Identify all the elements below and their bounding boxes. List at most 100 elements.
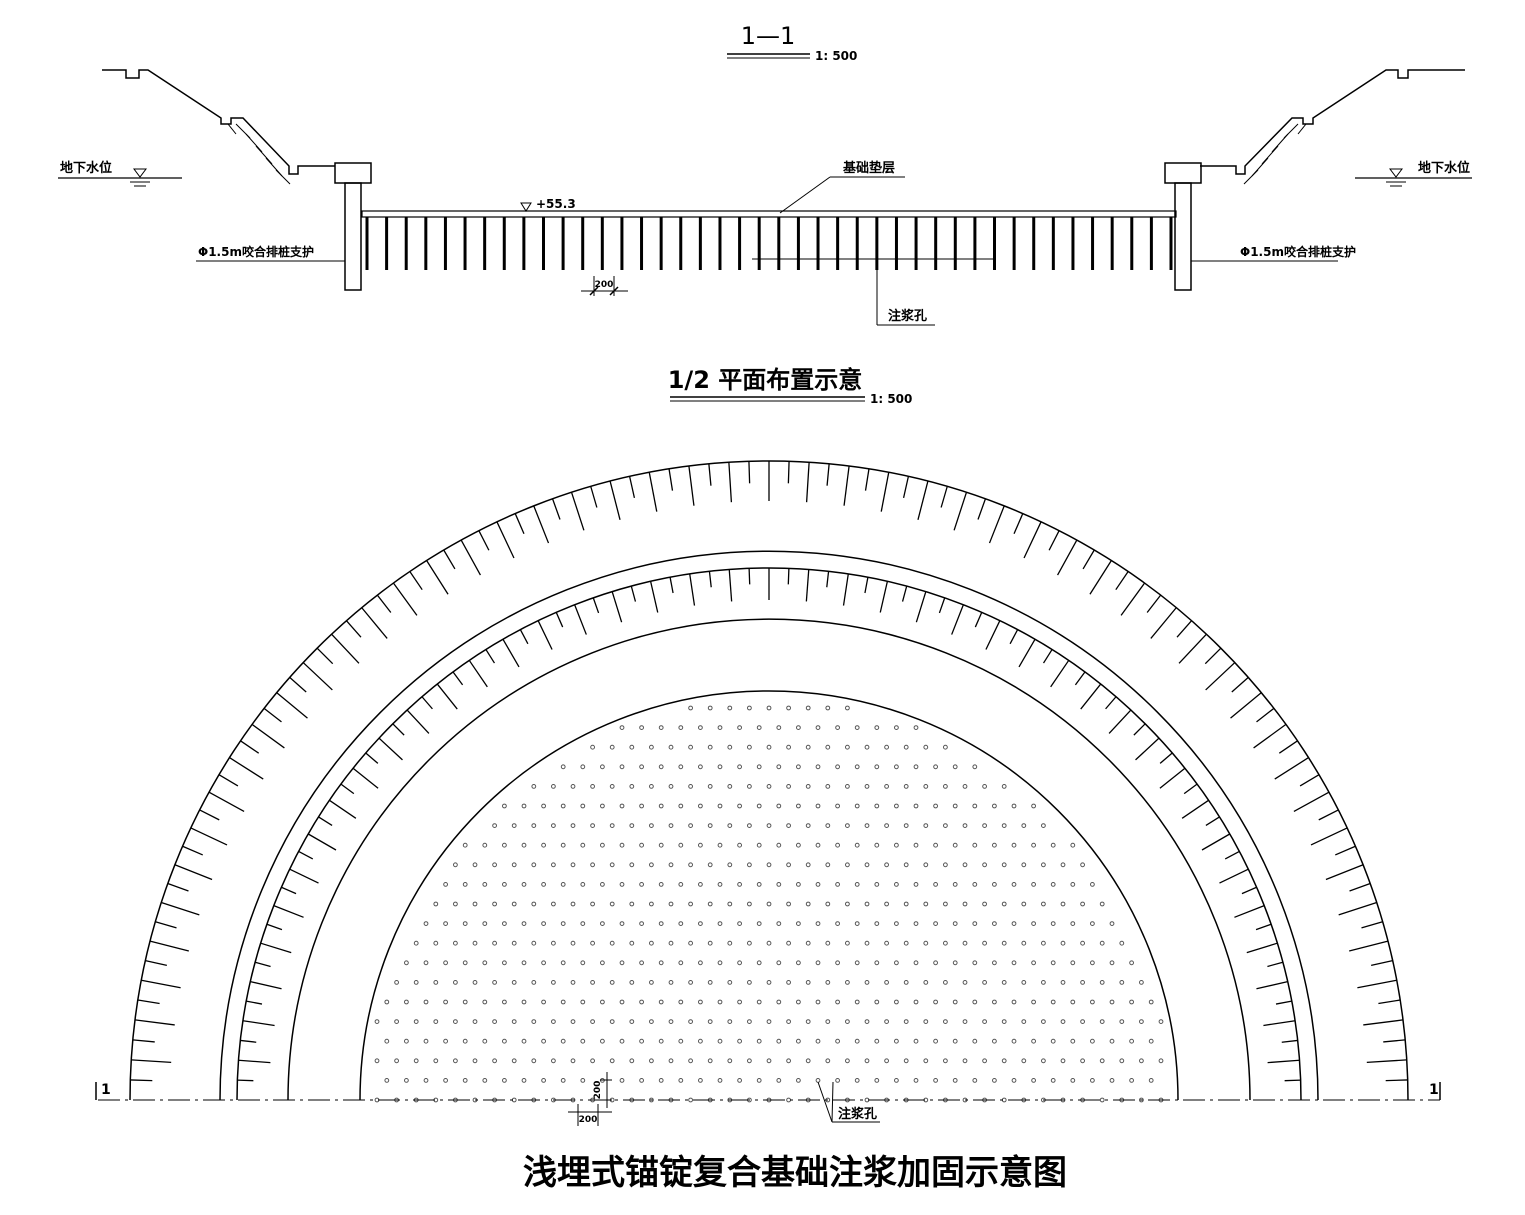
retaining-pile-left xyxy=(344,182,362,291)
grout-hole-dot xyxy=(521,960,527,966)
slope-tick xyxy=(365,752,379,764)
grout-hole-dot xyxy=(658,960,664,966)
grout-hole-dot xyxy=(707,1019,713,1024)
slope-tick xyxy=(977,498,987,520)
slope-tick xyxy=(902,476,910,499)
grout-hole-dot xyxy=(854,921,860,926)
slope-tick xyxy=(1363,1019,1404,1026)
slope-tick xyxy=(1230,692,1262,719)
grout-hole-dot xyxy=(1011,921,1017,926)
grout-hole-dot xyxy=(570,784,576,789)
grout-hole-dot xyxy=(453,901,458,907)
grout-hole-dot xyxy=(864,1058,870,1064)
grout-hole-dot xyxy=(835,921,840,926)
grout-hole-dot xyxy=(776,725,782,730)
slope-tick xyxy=(1089,560,1112,595)
grout-hole-dot xyxy=(374,1058,380,1064)
grout-hole-dot xyxy=(962,1019,968,1024)
grout-hole-dot xyxy=(943,1019,948,1024)
grout-hole-dot xyxy=(580,882,586,887)
grout-hole-dot xyxy=(698,960,703,966)
grout-hole-dot xyxy=(619,1078,625,1083)
grout-hole-dot xyxy=(1109,999,1115,1005)
grout-hole-dot xyxy=(972,999,978,1005)
grout-hole-dot xyxy=(923,901,929,907)
inner-berm-arc xyxy=(287,618,1251,1101)
grout-hole-dot xyxy=(913,999,919,1005)
grout-hole-dot xyxy=(972,1038,978,1044)
retaining-pile-right xyxy=(1174,182,1192,291)
grout-hole-dot xyxy=(619,842,625,848)
slope-tick xyxy=(951,604,964,635)
grout-hole-dot xyxy=(943,980,948,985)
grout-hole-dot xyxy=(903,940,909,946)
section-mark-left: 1 xyxy=(101,1082,111,1098)
grout-hole-dot xyxy=(864,940,870,946)
grout-hole-dot xyxy=(629,901,635,907)
grout-hole-dot xyxy=(805,901,811,907)
grout-hole-dot xyxy=(678,764,684,770)
slope-tick xyxy=(985,620,1001,650)
grout-hole-dot xyxy=(639,921,644,926)
grout-hole-dot xyxy=(835,842,840,848)
grout-hole-dot xyxy=(903,823,909,828)
grout-hole-dot xyxy=(384,999,390,1005)
grout-hole-dot xyxy=(854,764,860,770)
grout-hole-dot xyxy=(815,803,821,809)
grout-hole-dot xyxy=(727,705,733,711)
slope-tick xyxy=(406,709,430,734)
grout-hole-dot xyxy=(629,784,635,789)
grout-hole-dot xyxy=(600,1038,605,1044)
slope-tick xyxy=(1231,676,1249,693)
grout-hole-dot xyxy=(629,744,635,750)
grout-hole-dot xyxy=(580,1078,586,1083)
grout-hole-dot xyxy=(668,784,674,789)
grout-hole-dot xyxy=(737,921,742,926)
grout-hole-dot xyxy=(894,882,899,887)
grout-hole-dot xyxy=(766,705,772,711)
grout-hole-dot xyxy=(639,764,644,770)
grout-hole-dot xyxy=(1031,882,1036,887)
grout-hole-dot xyxy=(619,803,625,809)
grout-hole-dot xyxy=(688,1058,693,1064)
slope-tick xyxy=(307,833,337,851)
grout-hole-dot xyxy=(825,744,831,750)
grout-hole-dot xyxy=(1139,1019,1144,1024)
slope-tick xyxy=(149,940,189,952)
slope-tick xyxy=(132,1039,155,1043)
grout-hole-dot xyxy=(903,744,909,750)
grout-hole-dot xyxy=(933,842,938,848)
grout-hole-dot xyxy=(590,1058,595,1064)
grout-hole-dot xyxy=(560,999,566,1005)
grout-hole-dot xyxy=(1031,999,1036,1005)
grout-hole-dot xyxy=(864,901,870,907)
grout-hole-dot xyxy=(668,940,674,946)
grout-hole-dot xyxy=(727,862,733,868)
slope-tick xyxy=(443,549,456,570)
grout-hole-dot xyxy=(776,1078,782,1083)
grout-hole-dot xyxy=(394,980,400,985)
slope-tick xyxy=(302,662,333,691)
grout-hole-dot xyxy=(933,921,938,926)
grout-hole-dot xyxy=(796,960,801,966)
grout-hole-dot xyxy=(815,725,821,730)
grout-hole-dot xyxy=(423,1038,429,1044)
grout-hole-dot xyxy=(433,980,439,985)
slope-tick xyxy=(648,472,658,512)
grout-hole-dot xyxy=(658,921,664,926)
slope-tick xyxy=(688,465,695,506)
grout-hole-dot xyxy=(600,803,605,809)
grout-hole-dot xyxy=(913,882,919,887)
elevation-symbol xyxy=(520,202,532,212)
grout-hole-dot xyxy=(1021,823,1027,828)
grout-hole-dot xyxy=(992,882,997,887)
grout-hole-dot xyxy=(747,1058,752,1064)
grout-hole-dot xyxy=(756,999,762,1005)
grout-hole-dot xyxy=(423,921,429,926)
slope-tick xyxy=(1181,799,1209,819)
grout-hole-dot xyxy=(482,921,488,926)
grout-hole-dot xyxy=(894,999,899,1005)
grout-hole-dot xyxy=(796,1078,801,1083)
grout-hole-dot xyxy=(1021,980,1027,985)
grout-hole-dot xyxy=(639,1078,644,1083)
